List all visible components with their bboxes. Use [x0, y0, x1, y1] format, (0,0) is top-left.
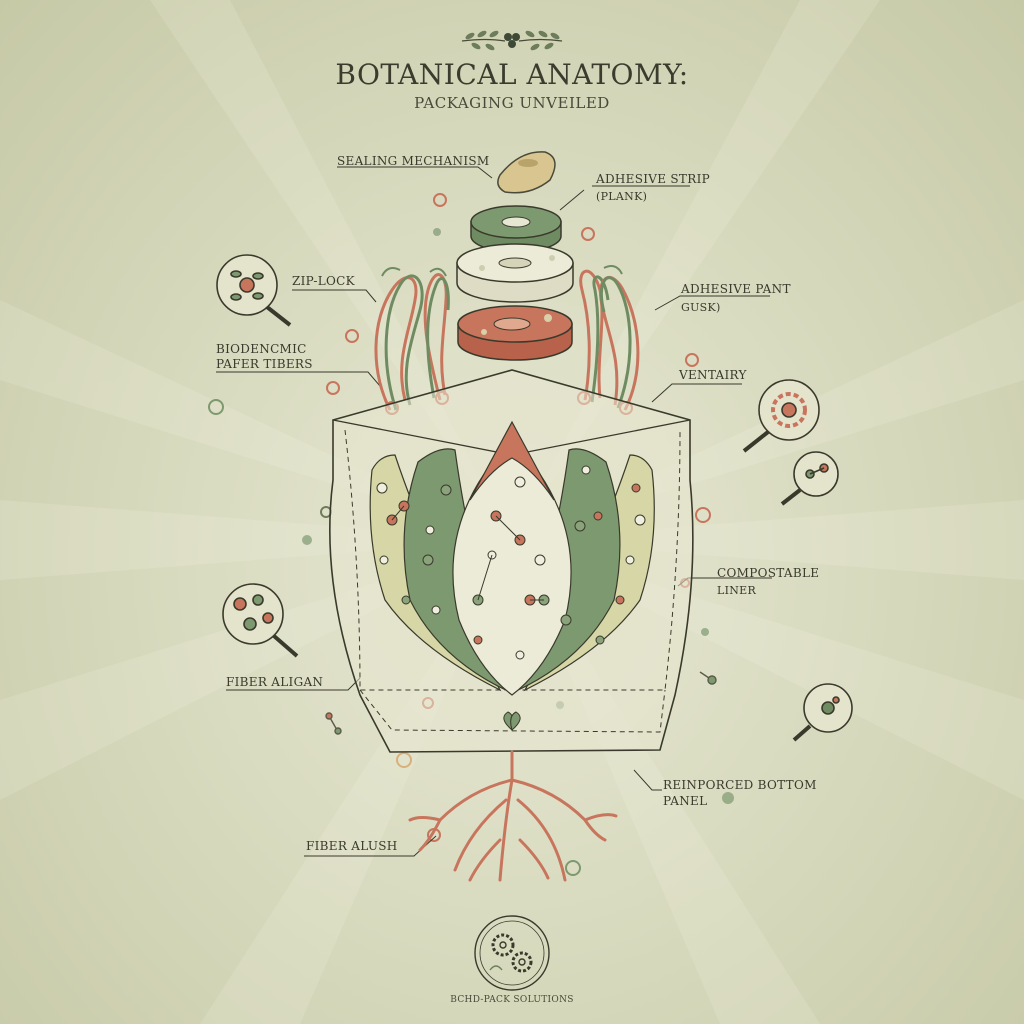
right-vine-zip-lock	[577, 265, 640, 415]
roots	[408, 750, 618, 882]
label-adhesive-strip-note: (PLANK)	[596, 190, 648, 203]
sealing-mechanism-disc	[497, 151, 556, 194]
label-reinforced-line2: PANEL	[663, 794, 708, 808]
label-biodegradable-line2: PAFER TIBERS	[216, 357, 313, 371]
label-fiber-align: FIBER ALIGAN	[226, 675, 324, 689]
gasket-disc	[456, 243, 574, 303]
footer-brand: BCHD-PACK SOLUTIONS	[450, 995, 574, 1005]
label-sealing-mechanism: SEALING MECHANISM	[337, 154, 490, 168]
label-adhesive-strip: ADHESIVE STRIP	[596, 172, 710, 186]
sprout	[503, 711, 521, 731]
left-vine-zip-lock	[374, 267, 450, 415]
label-reinforced-line1: REINPORCED BOTTOM	[663, 778, 817, 792]
label-biodegradable-line1: BIODENCMIC	[216, 342, 307, 356]
label-adhesive-pant-note: GUSK)	[681, 301, 721, 314]
molecule-dots	[376, 465, 646, 660]
label-ventairy: VENTAIRY	[679, 368, 747, 382]
leaf-layers	[369, 420, 655, 696]
label-zip-lock: ZIP-LOCK	[292, 274, 355, 288]
label-compostable-line2: LINER	[717, 584, 757, 597]
label-compostable-line1: COMPOSTABLE	[717, 566, 820, 580]
base-seal-disc	[457, 305, 573, 361]
page-title: BOTANICAL ANATOMY:	[335, 58, 689, 91]
page-subtitle: PACKAGING UNVEILED	[414, 94, 610, 112]
label-adhesive-pant: ADHESIVE PANT	[681, 282, 791, 296]
label-fiber-alush: FIBER ALUSH	[306, 839, 398, 853]
adhesive-strip-disc	[470, 205, 562, 253]
